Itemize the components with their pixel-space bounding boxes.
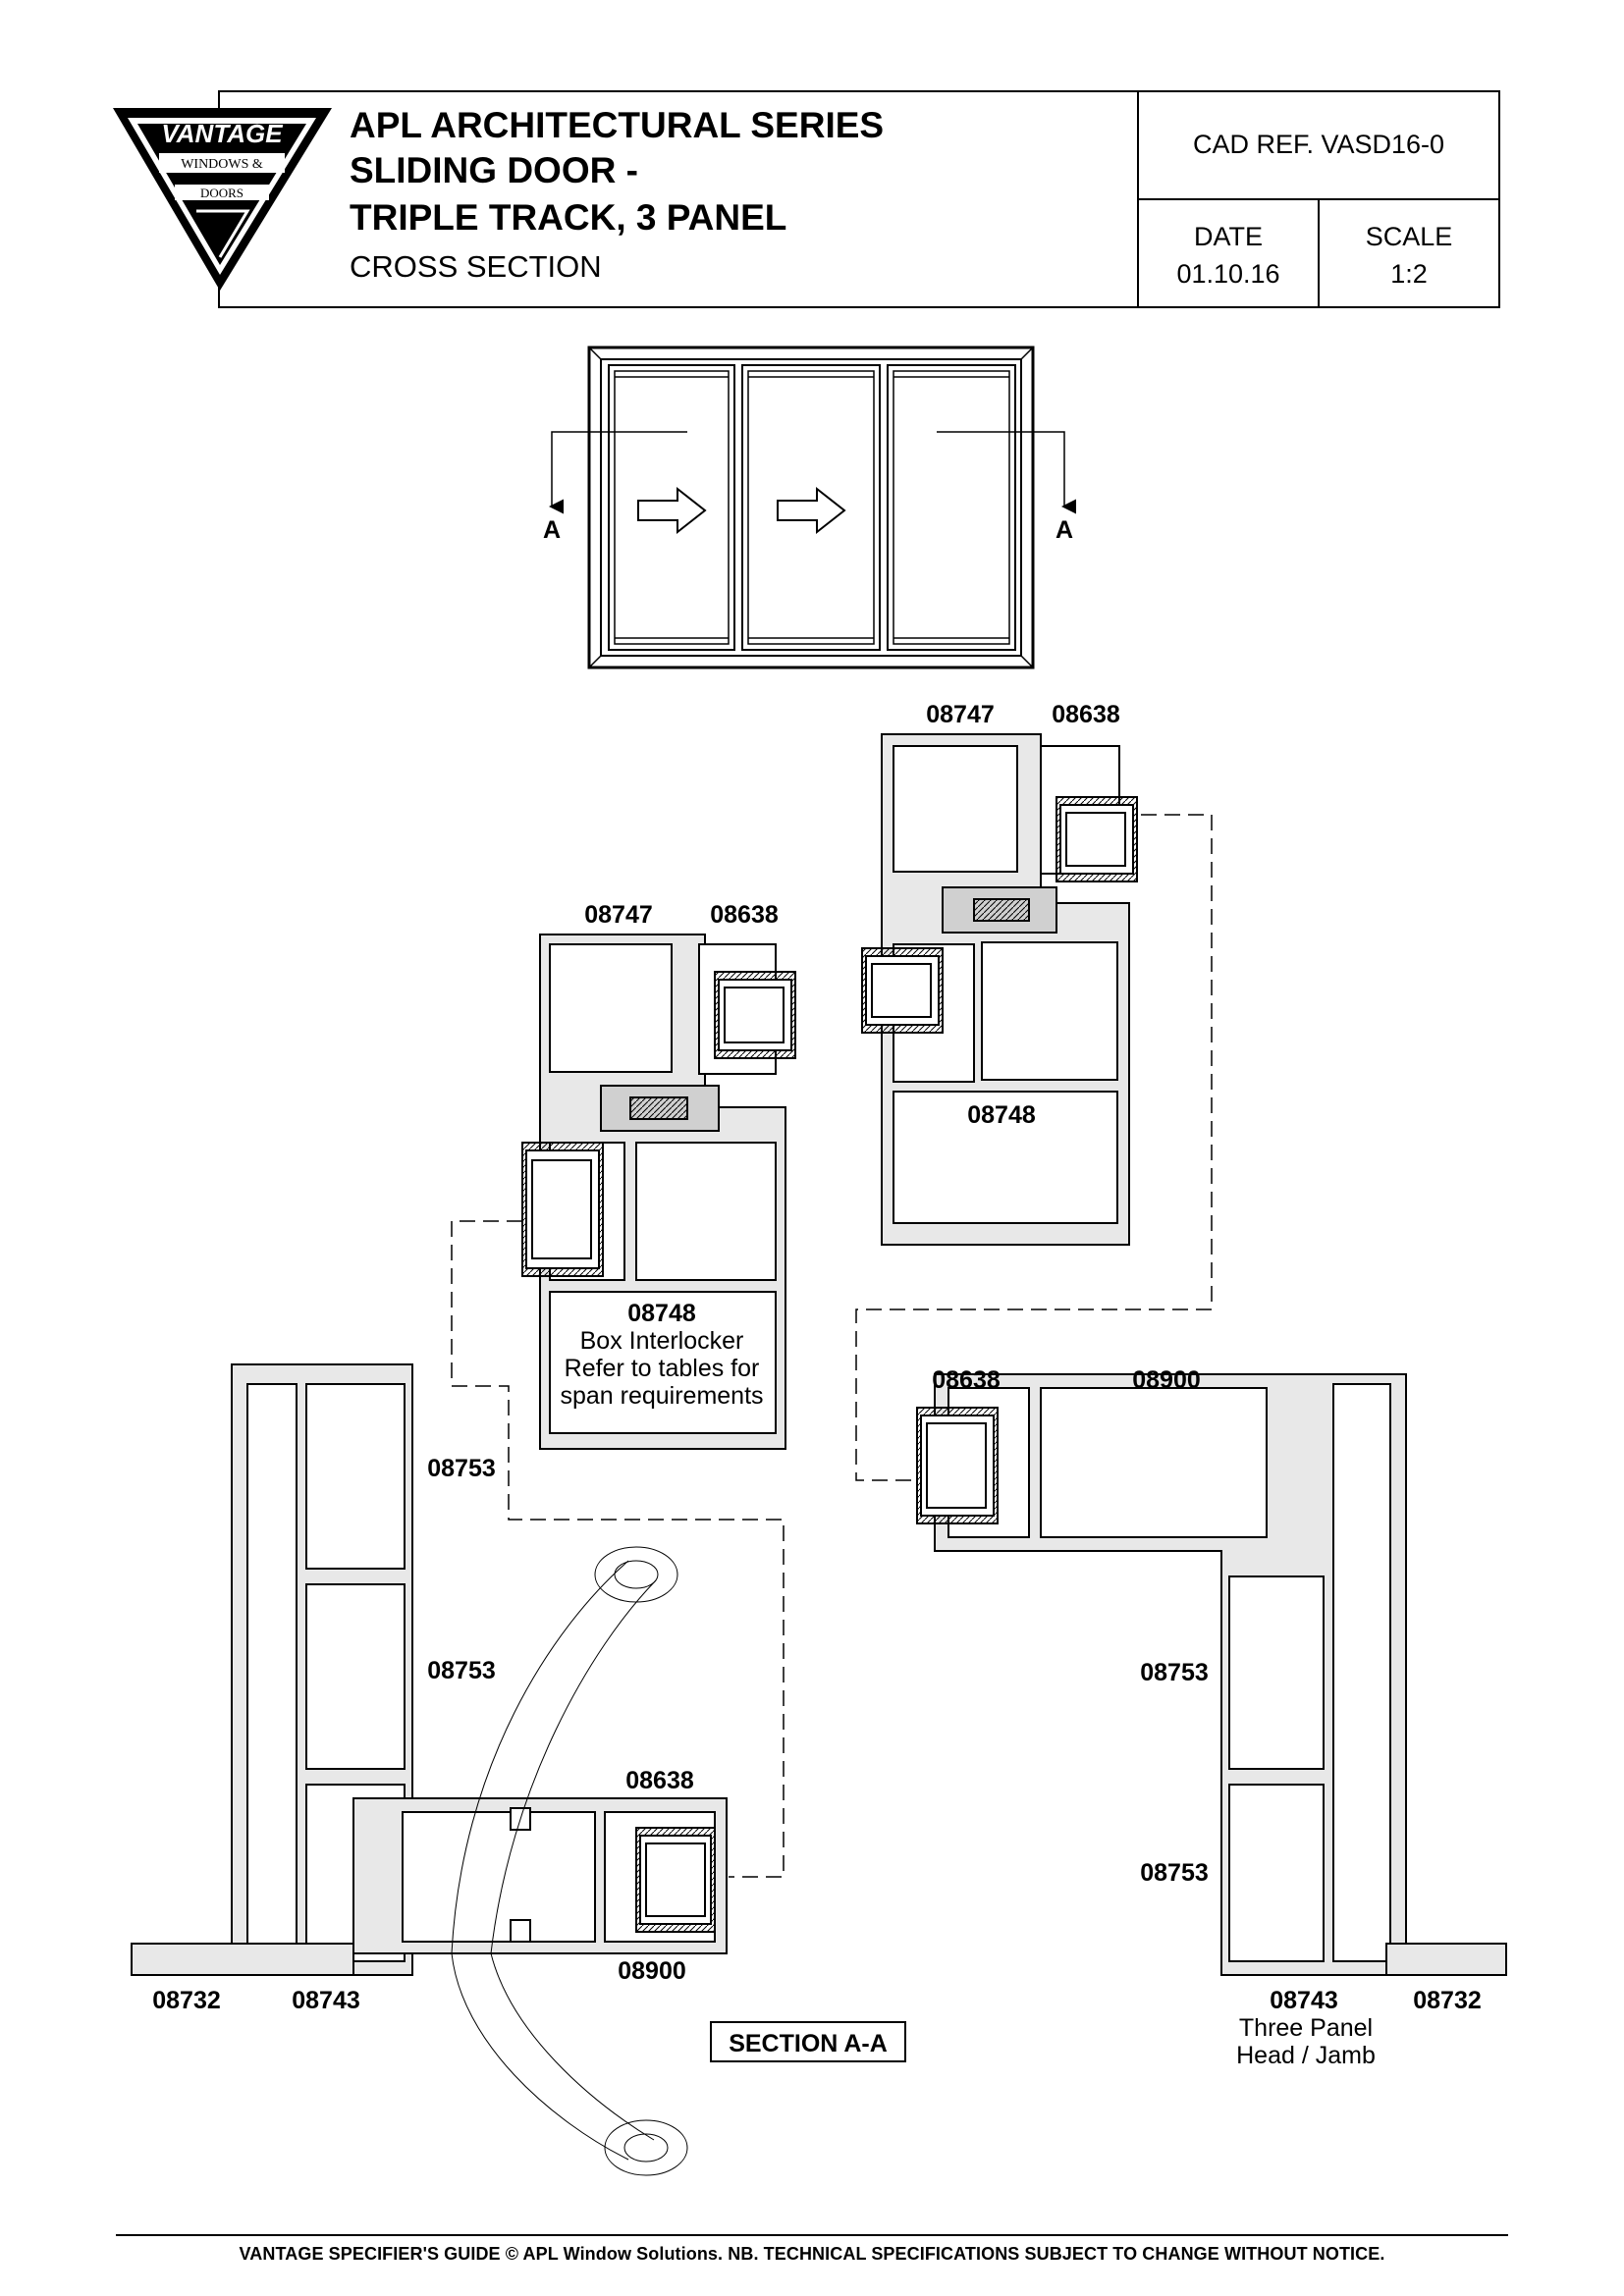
title-line-3: TRIPLE TRACK, 3 PANEL (350, 197, 787, 238)
cad-ref: CAD REF. VASD16-0 (1192, 130, 1445, 159)
section-label-box (710, 2021, 906, 2062)
part-jamb-right-sash: 08638 (932, 1366, 1001, 1394)
logo-line-2: DOORS (200, 186, 244, 200)
door-elevation (549, 346, 1076, 669)
handle-sweep (451, 1546, 688, 2176)
date-value: 01.10.16 (1176, 259, 1280, 289)
part-mid-interlock-right: 08638 (710, 901, 779, 929)
title-divider-date-scale (1318, 198, 1320, 306)
logo-line-1: WINDOWS & (181, 157, 263, 172)
right-jamb-profile (916, 1373, 1507, 1976)
footer-text: VANTAGE SPECIFIER'S GUIDE © APL Window S… (239, 2244, 1385, 2264)
part-mid-box: 08748 (627, 1300, 696, 1327)
box-note-line-3: span requirements (560, 1382, 763, 1410)
date-label: DATE (1193, 222, 1263, 251)
part-sill-left-frame: 08900 (618, 1957, 686, 1985)
part-sill-left-base-2: 08743 (292, 1987, 360, 2014)
title-subtitle: CROSS SECTION (350, 249, 602, 284)
part-top-interlock-right: 08638 (1052, 701, 1120, 728)
title-line-1: APL ARCHITECTURAL SERIES (350, 105, 885, 145)
section-mark-right: A (1056, 516, 1073, 544)
vantage-logo: VANTAGE WINDOWS & DOORS (113, 108, 332, 291)
part-top-interlock-left: 08747 (926, 701, 995, 728)
head-jamb-note-line-2: Head / Jamb (1236, 2042, 1376, 2069)
footer-rule (116, 2234, 1508, 2236)
section-mark-left: A (543, 516, 561, 544)
head-jamb-note-line-1: Three Panel (1239, 2014, 1373, 2042)
scale-value: 1:2 (1390, 259, 1428, 289)
part-top-box: 08748 (967, 1101, 1036, 1129)
mid-interlock-profile (521, 934, 796, 1450)
part-mid-interlock-left: 08747 (584, 901, 653, 929)
dashed-connectors (451, 814, 1213, 1878)
box-note-line-2: Refer to tables for (565, 1355, 760, 1382)
logo-brand: VANTAGE (161, 119, 283, 148)
title-block: APL ARCHITECTURAL SERIES SLIDING DOOR - … (218, 90, 1500, 308)
top-interlock-profile (861, 733, 1138, 1246)
box-note-line-1: Box Interlocker (580, 1327, 744, 1355)
part-jamb-right-lower: 08753 (1140, 1859, 1209, 1887)
part-jamb-right-base-2: 08732 (1413, 1987, 1482, 2014)
section-label: SECTION A-A (729, 2030, 888, 2057)
part-sill-left-base: 08732 (152, 1987, 221, 2014)
part-sill-left-sash: 08638 (625, 1767, 694, 1794)
part-jamb-right-base: 08743 (1270, 1987, 1338, 2014)
part-sill-left-upper: 08753 (427, 1455, 496, 1482)
left-sill-profile (131, 1363, 728, 1976)
scale-label: SCALE (1365, 222, 1453, 251)
part-sill-left-lower: 08753 (427, 1657, 496, 1684)
title-line-2: SLIDING DOOR - (350, 150, 638, 190)
part-jamb-right-frame: 08900 (1132, 1366, 1201, 1394)
part-jamb-right-upper: 08753 (1140, 1659, 1209, 1686)
